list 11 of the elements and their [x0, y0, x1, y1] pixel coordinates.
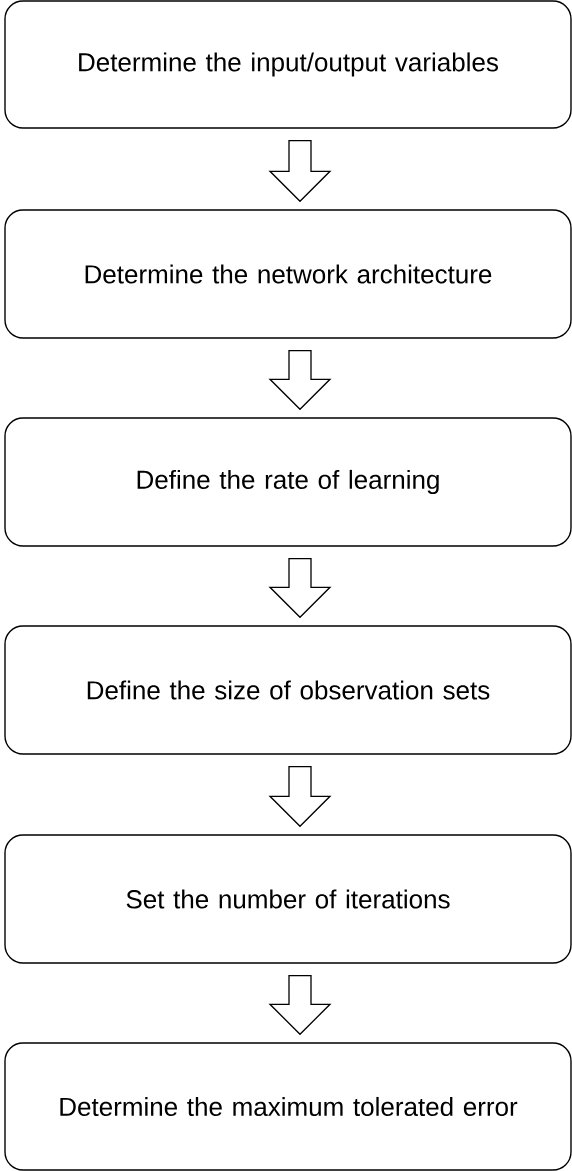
process-box: Set the number of iterations — [4, 834, 572, 964]
block-arrow — [268, 558, 332, 619]
process-box: Determine the maximum tolerated error — [4, 1042, 572, 1171]
block-arrow — [268, 766, 332, 828]
block-arrow — [268, 975, 332, 1036]
block-arrow — [268, 350, 332, 411]
process-box: Define the rate of learning — [4, 417, 572, 547]
process-box: Determine the network architecture — [4, 209, 572, 339]
process-box: Define the size of observation sets — [4, 625, 572, 755]
process-box: Determine the input/output variables — [4, 0, 572, 129]
block-arrow — [268, 140, 332, 203]
